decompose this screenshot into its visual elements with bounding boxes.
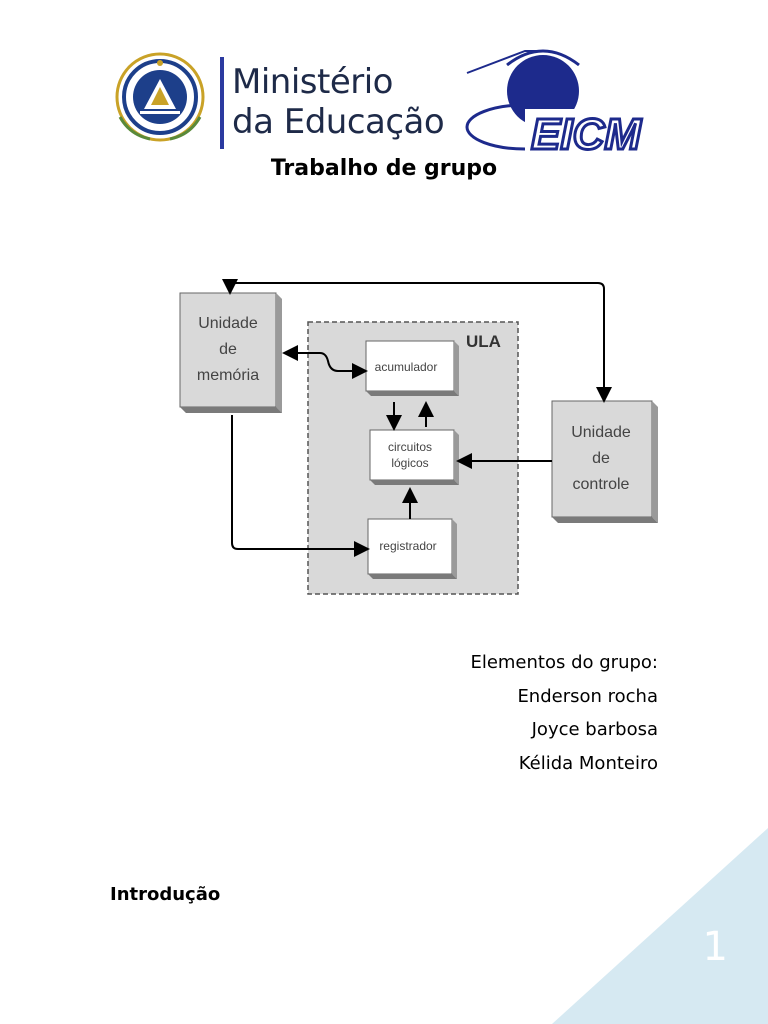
alu-label: ULA bbox=[466, 332, 501, 351]
document-title: Trabalho de grupo bbox=[270, 156, 498, 181]
memory-unit-block: Unidade de memória bbox=[179, 292, 282, 413]
group-members: Elementos do grupo: Enderson rocha Joyce… bbox=[470, 646, 658, 780]
control-unit-line-2: de bbox=[592, 450, 610, 467]
register-label: registrador bbox=[379, 539, 436, 553]
arrow-control-to-memory bbox=[222, 279, 605, 401]
ministry-name: Ministério da Educação bbox=[232, 62, 445, 142]
member-name: Kélida Monteiro bbox=[518, 752, 658, 774]
member-name: Enderson rocha bbox=[517, 685, 658, 707]
control-unit-line-3: controle bbox=[573, 476, 630, 493]
control-unit-block: Unidade de controle bbox=[551, 400, 658, 523]
header-logos: EICM bbox=[110, 45, 660, 161]
register-block: registrador bbox=[367, 518, 457, 579]
logic-circuits-line-2: lógicos bbox=[391, 456, 428, 470]
memory-unit-line-1: Unidade bbox=[198, 315, 258, 332]
eicm-logo-icon: EICM bbox=[465, 49, 659, 161]
members-heading: Elementos do grupo: bbox=[470, 652, 658, 673]
accumulator-label: acumulador bbox=[375, 360, 438, 374]
section-heading-introduction: Introdução bbox=[110, 884, 221, 905]
logic-circuits-block: circuitos lógicos bbox=[369, 429, 459, 485]
arrow-memory-to-acc bbox=[319, 352, 368, 379]
logo-divider bbox=[220, 57, 224, 149]
logic-circuits-line-1: circuitos bbox=[388, 440, 432, 454]
eicm-logo-text: EICM bbox=[531, 110, 642, 157]
arrow-memory-to-register bbox=[231, 415, 370, 557]
accumulator-block: acumulador bbox=[365, 340, 459, 396]
page-number: 1 bbox=[702, 924, 728, 970]
memory-unit-line-2: de bbox=[219, 341, 237, 358]
cpu-architecture-diagram: ULA Unidade de memória Unidade de contro… bbox=[170, 275, 670, 605]
control-unit-line-1: Unidade bbox=[571, 424, 631, 441]
logos-graphic: EICM bbox=[115, 49, 659, 161]
ministry-line-1: Ministério bbox=[232, 62, 393, 102]
ministry-line-2: da Educação bbox=[232, 102, 445, 142]
memory-unit-line-3: memória bbox=[197, 367, 259, 384]
cape-verde-coat-of-arms-icon bbox=[115, 52, 205, 142]
member-name: Joyce barbosa bbox=[531, 719, 658, 740]
page-corner-decoration bbox=[552, 828, 768, 1024]
